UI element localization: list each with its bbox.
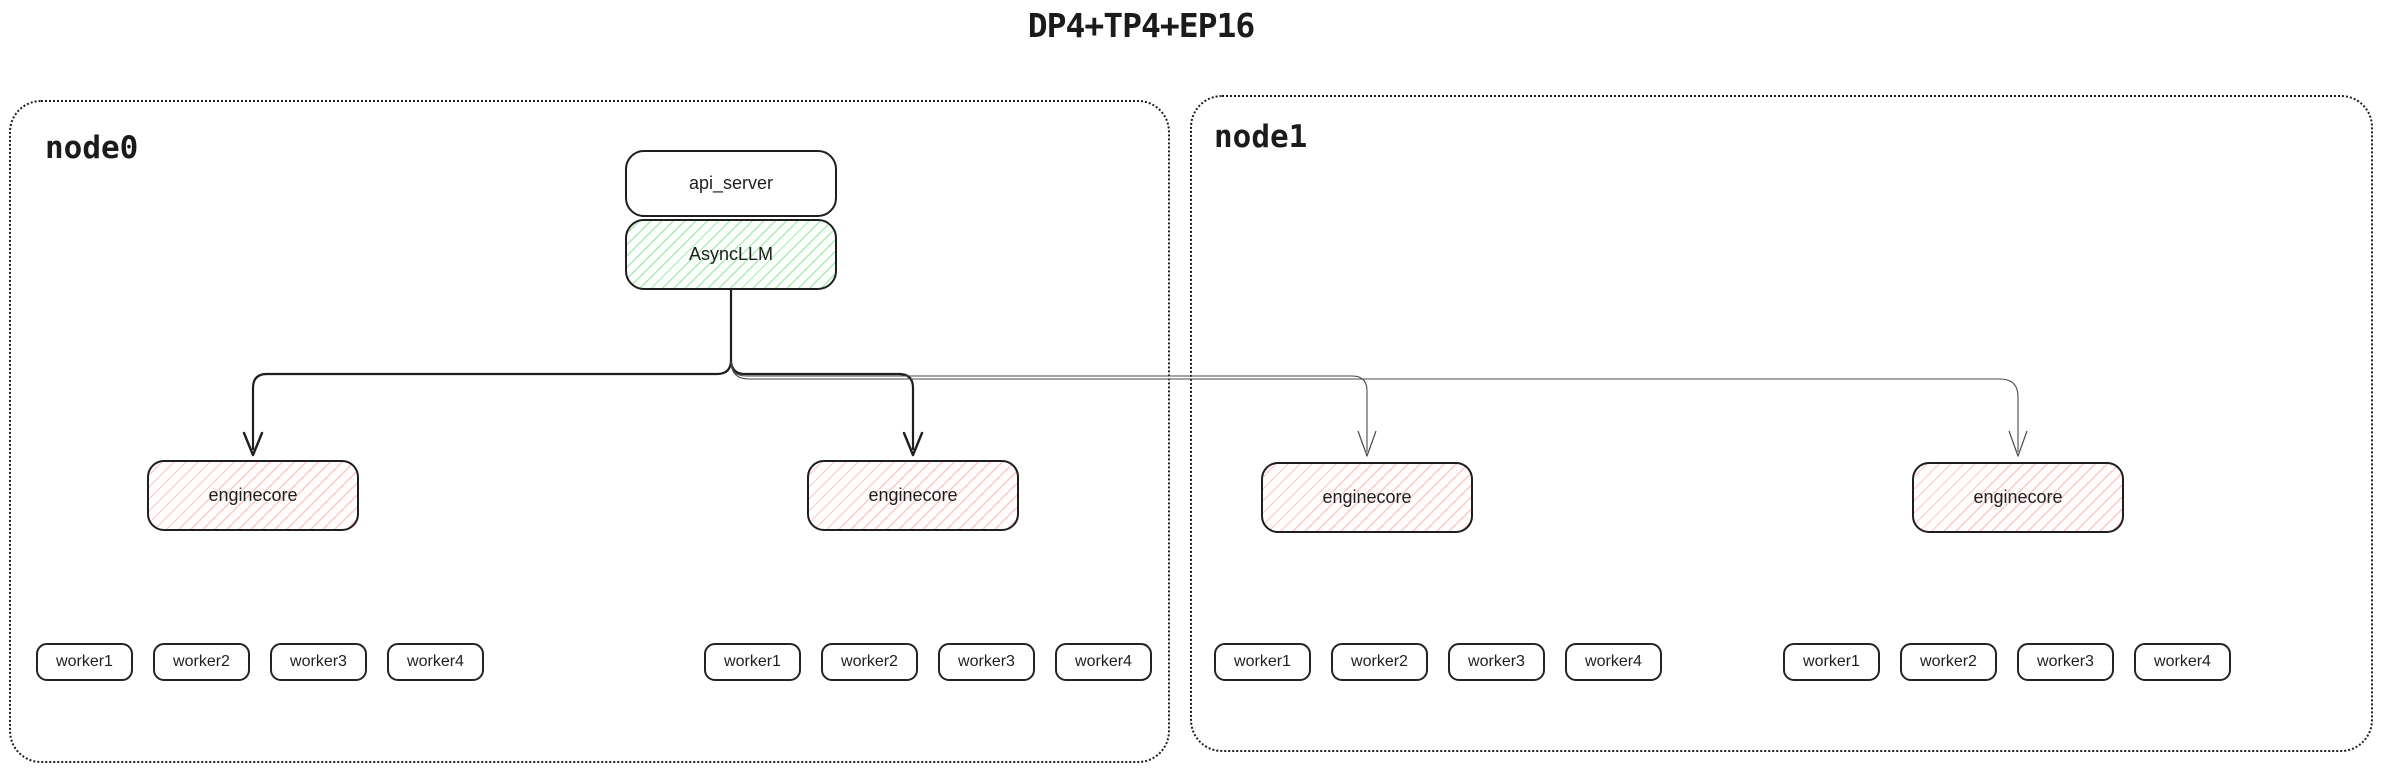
worker-label: worker3 bbox=[2037, 653, 2094, 670]
worker-box: worker4 bbox=[2134, 643, 2231, 681]
worker-box: worker1 bbox=[1214, 643, 1311, 681]
worker-label: worker4 bbox=[2154, 653, 2211, 670]
node0-label: node0 bbox=[45, 130, 139, 166]
enginecore-box-node0-1: enginecore bbox=[147, 460, 359, 531]
worker-label: worker3 bbox=[1468, 653, 1525, 670]
worker-label: worker4 bbox=[1075, 653, 1132, 670]
node1-label: node1 bbox=[1214, 119, 1308, 155]
diagram-title: DP4+TP4+EP16 bbox=[1027, 6, 1255, 45]
worker-label: worker1 bbox=[56, 653, 113, 670]
worker-box: worker2 bbox=[1900, 643, 1997, 681]
enginecore-label: enginecore bbox=[208, 485, 298, 505]
api-server-box: api_server bbox=[625, 150, 837, 217]
worker-group-node1-2: worker1 worker2 worker3 worker4 bbox=[1783, 643, 2231, 681]
worker-box: worker2 bbox=[821, 643, 918, 681]
worker-box: worker4 bbox=[1055, 643, 1152, 681]
worker-group-node0-1: worker1 worker2 worker3 worker4 bbox=[36, 643, 484, 681]
worker-box: worker4 bbox=[1565, 643, 1662, 681]
worker-box: worker2 bbox=[1331, 643, 1428, 681]
enginecore-label: enginecore bbox=[1322, 487, 1412, 507]
enginecore-box-node1-1: enginecore bbox=[1261, 462, 1473, 533]
enginecore-box-node0-2: enginecore bbox=[807, 460, 1019, 531]
worker-box: worker3 bbox=[270, 643, 367, 681]
worker-label: worker3 bbox=[290, 653, 347, 670]
worker-box: worker3 bbox=[1448, 643, 1545, 681]
worker-box: worker3 bbox=[2017, 643, 2114, 681]
worker-label: worker2 bbox=[841, 653, 898, 670]
worker-label: worker2 bbox=[1920, 653, 1977, 670]
worker-group-node1-1: worker1 worker2 worker3 worker4 bbox=[1214, 643, 1662, 681]
enginecore-label: enginecore bbox=[1973, 487, 2063, 507]
enginecore-label: enginecore bbox=[868, 485, 958, 505]
worker-label: worker1 bbox=[724, 653, 781, 670]
worker-box: worker2 bbox=[153, 643, 250, 681]
worker-label: worker3 bbox=[958, 653, 1015, 670]
worker-label: worker2 bbox=[1351, 653, 1408, 670]
worker-label: worker4 bbox=[1585, 653, 1642, 670]
worker-label: worker1 bbox=[1234, 653, 1291, 670]
worker-label: worker4 bbox=[407, 653, 464, 670]
worker-label: worker1 bbox=[1803, 653, 1860, 670]
asyncllm-label: AsyncLLM bbox=[688, 244, 774, 264]
worker-box: worker1 bbox=[36, 643, 133, 681]
worker-box: worker4 bbox=[387, 643, 484, 681]
enginecore-box-node1-2: enginecore bbox=[1912, 462, 2124, 533]
worker-label: worker2 bbox=[173, 653, 230, 670]
worker-box: worker1 bbox=[704, 643, 801, 681]
worker-group-node0-2: worker1 worker2 worker3 worker4 bbox=[704, 643, 1152, 681]
worker-box: worker1 bbox=[1783, 643, 1880, 681]
worker-box: worker3 bbox=[938, 643, 1035, 681]
asyncllm-box: AsyncLLM bbox=[625, 219, 837, 290]
api-server-label: api_server bbox=[688, 173, 774, 193]
